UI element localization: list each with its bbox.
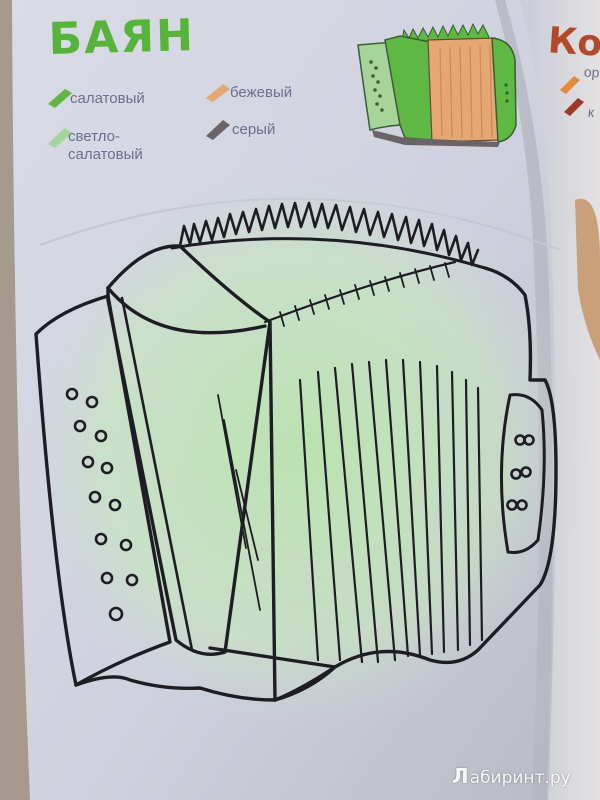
bottom-wave — [74, 648, 480, 702]
button-icon — [65, 387, 79, 401]
tan-edge — [575, 198, 600, 360]
watermark-logo-letter: Л — [452, 764, 469, 788]
colored-accordion-thumbnail — [357, 22, 517, 147]
bellows-right-edge — [476, 266, 558, 652]
button-icon — [520, 466, 532, 478]
swatch-light-green-brush — [48, 89, 72, 108]
button-icon — [100, 461, 114, 475]
front-panel-top — [106, 286, 267, 335]
thumb-buttons — [369, 60, 509, 112]
button-icon — [94, 532, 108, 546]
watermark-text: абиринт.ру — [469, 768, 571, 788]
front-panel — [106, 286, 272, 656]
thumb-bellows-lines — [439, 44, 493, 139]
legend-swatches — [48, 84, 230, 148]
left-end-panel — [34, 294, 172, 687]
next-page-orange-brush — [560, 76, 580, 94]
button-icon — [510, 468, 522, 480]
swatch-beige-brush — [206, 84, 230, 102]
button-icon — [119, 538, 133, 552]
thumb-bottom — [372, 130, 500, 147]
front-panel-inner — [120, 296, 194, 652]
panel-shading-lines — [217, 394, 261, 611]
legend-label-line: салатовый — [68, 146, 143, 163]
next-page-title-fragment: Ко — [546, 20, 600, 65]
next-page-brown-brush — [564, 98, 584, 116]
bellows-teeth — [178, 201, 480, 267]
bellows-folds — [298, 358, 484, 664]
bellows-stitch — [263, 260, 457, 324]
next-page-label-fragment: ор — [583, 63, 600, 81]
bellows-stitch-marks — [279, 262, 450, 327]
button-icon — [108, 606, 124, 622]
button-icon — [108, 498, 122, 512]
button-icon — [85, 395, 99, 409]
page-title: БАЯН — [48, 10, 196, 65]
button-icon — [73, 419, 87, 433]
legend-label: бежевый — [230, 84, 293, 101]
next-page-label-fragment: к — [587, 103, 595, 121]
green-glow — [15, 165, 585, 735]
button-icon — [88, 490, 102, 504]
thumb-right-panel — [491, 37, 517, 143]
swatch-gray-brush — [206, 120, 230, 140]
button-icon — [94, 429, 108, 443]
left-buttons — [65, 387, 139, 622]
thumb-bellows-body — [427, 37, 501, 143]
legend-label: салатовый — [70, 90, 145, 107]
button-icon — [125, 573, 139, 587]
page-curl-shadow — [495, 0, 553, 800]
legend-label-multiline: светло- салатовый — [68, 128, 143, 164]
right-buttons — [506, 434, 535, 511]
legend-label-line: светло- — [68, 128, 120, 145]
accordion-outline-drawing — [34, 201, 558, 702]
bellows-top-edge — [170, 237, 487, 270]
main-body-outline — [106, 244, 337, 702]
button-icon — [100, 571, 114, 585]
swatch-pale-green-brush — [48, 128, 72, 148]
watermark: Лабиринт.ру — [452, 764, 571, 788]
legend-label: серый — [232, 121, 276, 138]
button-icon — [516, 499, 528, 511]
button-icon — [523, 434, 535, 446]
button-icon — [81, 455, 95, 469]
right-panel — [499, 393, 546, 554]
